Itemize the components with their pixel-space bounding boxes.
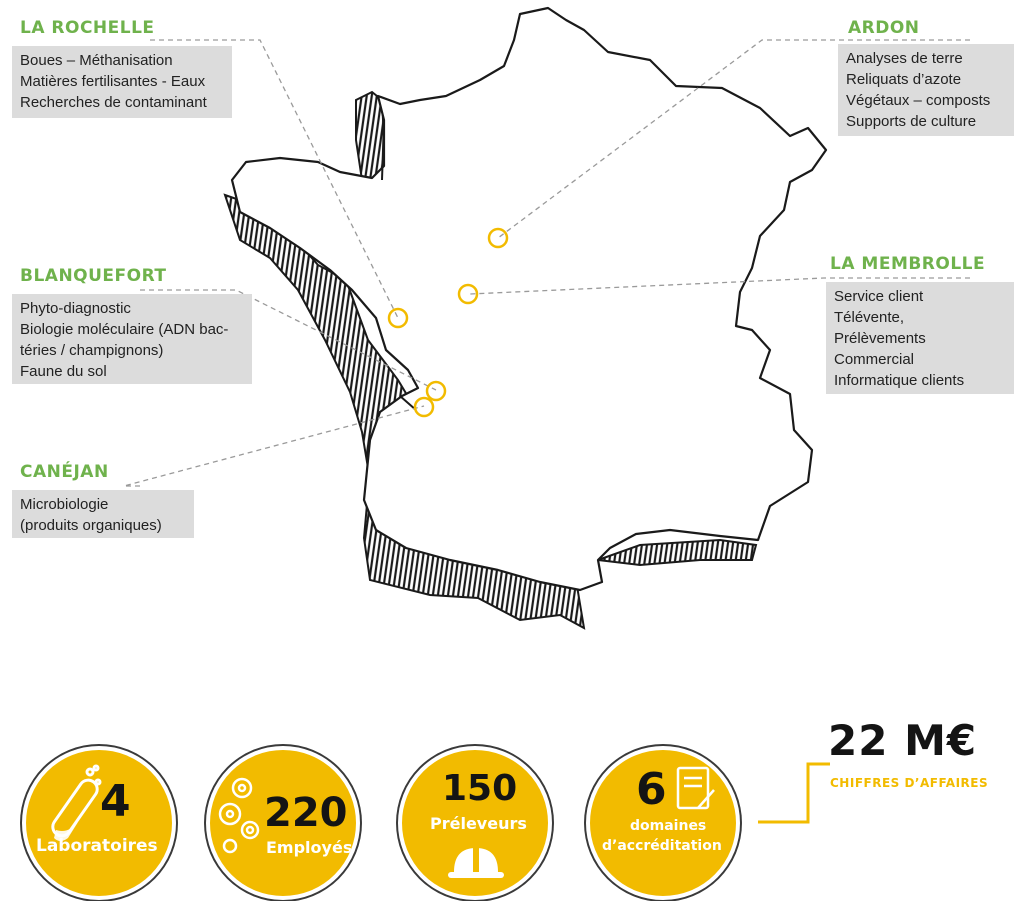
list-item: Biologie moléculaire (ADN bac- <box>20 321 229 338</box>
stat-label-laboratoires: Laboratoires <box>36 836 158 856</box>
list-item: Microbiologie <box>20 496 109 513</box>
leader-line-ardon <box>497 39 970 239</box>
leader-line-blanquefort <box>140 289 437 391</box>
list-item: Analyses de terre <box>846 50 963 67</box>
revenue-label: CHIFFRES D’AFFAIRES <box>830 776 989 790</box>
stat-accreditation: 6 domaines d’accréditation <box>586 746 740 900</box>
location-title-la-rochelle: LA ROCHELLE <box>20 18 155 38</box>
marker-canejan <box>413 396 435 418</box>
stat-label-employes: Employés <box>266 838 353 857</box>
stat-employes: 220 Employés <box>206 746 360 900</box>
list-item: Végétaux – composts <box>846 92 991 109</box>
location-box-ardon: Analyses de terre Reliquats d’azote Végé… <box>838 44 1014 136</box>
location-box-la-membrolle: Service client Télévente, Prélèvements C… <box>826 282 1014 394</box>
certificate-document-icon <box>676 766 715 810</box>
marker-la-rochelle <box>387 307 409 329</box>
leader-lines <box>123 39 970 487</box>
list-item: Reliquats d’azote <box>846 71 962 88</box>
location-box-la-rochelle: Boues – Méthanisation Matières fertilisa… <box>12 46 232 118</box>
list-item: Matières fertilisantes - Eaux <box>20 73 206 90</box>
marker-blanquefort <box>425 380 447 402</box>
list-item: Informatique clients <box>834 372 965 389</box>
list-item: Prélèvements <box>834 330 926 347</box>
list-item: Supports de culture <box>846 113 977 130</box>
location-title-la-membrolle: LA MEMBROLLE <box>830 254 986 274</box>
stat-label-accreditation: domaines <box>630 818 707 834</box>
leader-line-la-membrolle <box>469 277 970 295</box>
stat-value-employes: 220 <box>264 790 348 836</box>
list-item: Recherches de contaminant <box>20 94 207 111</box>
marker-ardon <box>487 227 509 249</box>
stat-value-preleveurs: 150 <box>442 768 518 809</box>
list-item: Commercial <box>834 351 915 368</box>
stat-laboratoires: 4 Laboratoires <box>22 746 176 900</box>
revenue-connector-line <box>758 762 830 824</box>
stat-label2-accreditation: d’accréditation <box>602 838 722 854</box>
list-item: (produits organiques) <box>20 517 162 534</box>
location-box-blanquefort: Phyto-diagnostic Biologie moléculaire (A… <box>12 294 252 384</box>
list-item: Télévente, <box>834 309 905 326</box>
location-title-blanquefort: BLANQUEFORT <box>20 266 167 286</box>
leader-line-la-rochelle <box>150 39 399 319</box>
list-item: Service client <box>834 288 924 305</box>
stat-preleveurs: 150 Préleveurs <box>398 746 552 900</box>
list-item: Phyto-diagnostic <box>20 300 131 317</box>
location-box-canejan: Microbiologie (produits organiques) <box>12 490 194 538</box>
map-france-outline <box>230 6 828 592</box>
location-title-ardon: ARDON <box>848 18 920 38</box>
stat-value-laboratoires: 4 <box>100 776 131 827</box>
list-item: Faune du sol <box>20 363 107 380</box>
location-title-canejan: CANÉJAN <box>20 462 109 482</box>
hard-hat-icon <box>448 848 504 878</box>
revenue-value: 22 M€ <box>828 716 978 765</box>
list-item: Boues – Méthanisation <box>20 52 173 69</box>
test-tube-icon <box>51 764 102 841</box>
gears-head-icon <box>218 777 260 854</box>
marker-la-membrolle <box>457 283 479 305</box>
stat-label-preleveurs: Préleveurs <box>430 814 527 833</box>
stat-value-accreditation: 6 <box>636 764 667 815</box>
list-item: téries / champignons) <box>20 342 164 359</box>
location-markers <box>387 227 509 418</box>
